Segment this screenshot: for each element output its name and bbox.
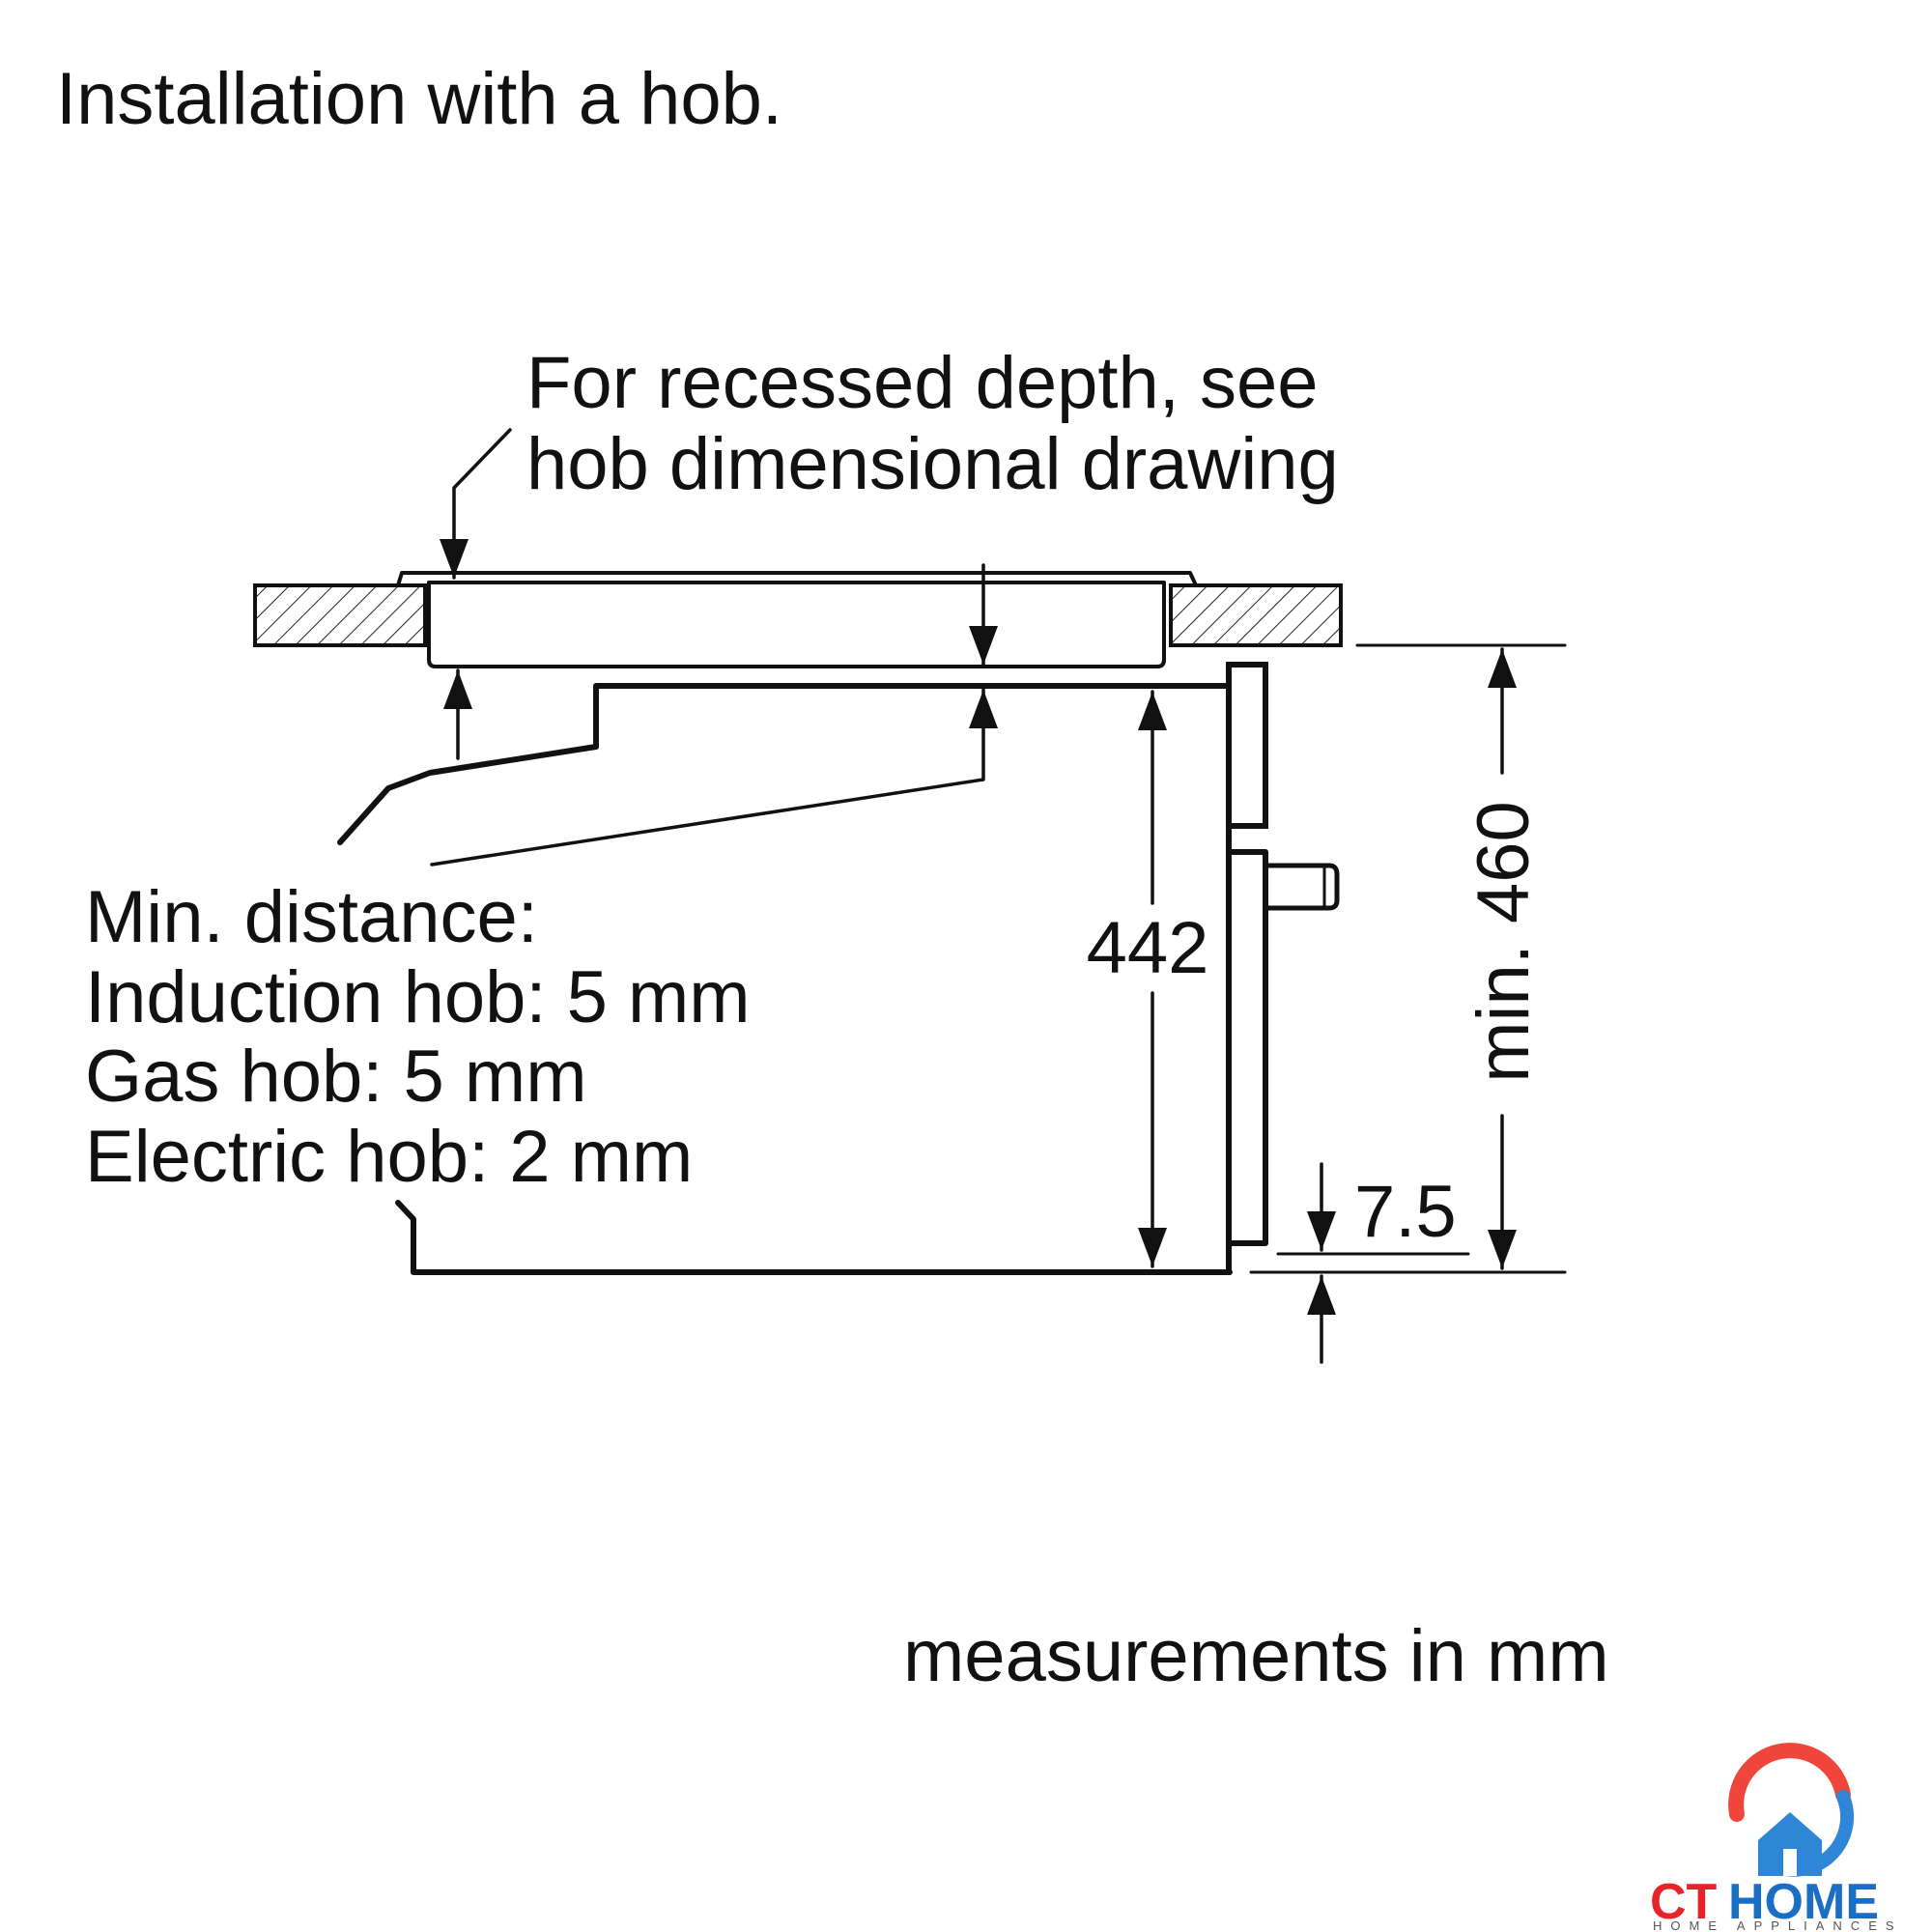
oven-bottom-edge [395, 1200, 1233, 1275]
min-distance-gas: Gas hob: 5 mm [85, 1036, 587, 1118]
worktop-left [253, 583, 427, 647]
dim-7-5-label: 7.5 [1354, 1171, 1457, 1253]
dim-442-label: 442 [1087, 907, 1209, 989]
min-distance-heading: Min. distance: [85, 876, 538, 958]
logo-tagline: HOME APPLIANCES [1653, 1918, 1903, 1932]
cthome-logo: CT HOME HOME APPLIANCES [1650, 1743, 1903, 1932]
min-distance-electric: Electric hob: 2 mm [85, 1116, 693, 1198]
units-note: measurements in mm [903, 1615, 1609, 1697]
oven-top-edge [337, 683, 1232, 845]
hob-rim [396, 571, 1198, 587]
logo-ct: CT [1650, 1874, 1718, 1930]
oven-front-upper [1226, 662, 1268, 829]
oven-handle-knob [1263, 863, 1340, 911]
recessed-note-line-1: For recessed depth, see [526, 342, 1319, 424]
diagram-title: Installation with a hob. [56, 58, 782, 140]
logo-swoosh [1728, 1743, 1851, 1822]
recessed-note-line-2: hob dimensional drawing [526, 423, 1339, 505]
recessed-leader-arrow [440, 428, 512, 580]
hob-body [427, 581, 1166, 668]
oven-door [1226, 827, 1268, 1275]
dim-460-label: min. 460 [1463, 801, 1545, 1083]
logo-home: HOME [1728, 1874, 1879, 1930]
min-distance-induction: Induction hob: 5 mm [85, 956, 751, 1038]
min-distance-leader [430, 688, 998, 867]
house-icon [1758, 1812, 1822, 1876]
worktop-right [1169, 583, 1343, 647]
